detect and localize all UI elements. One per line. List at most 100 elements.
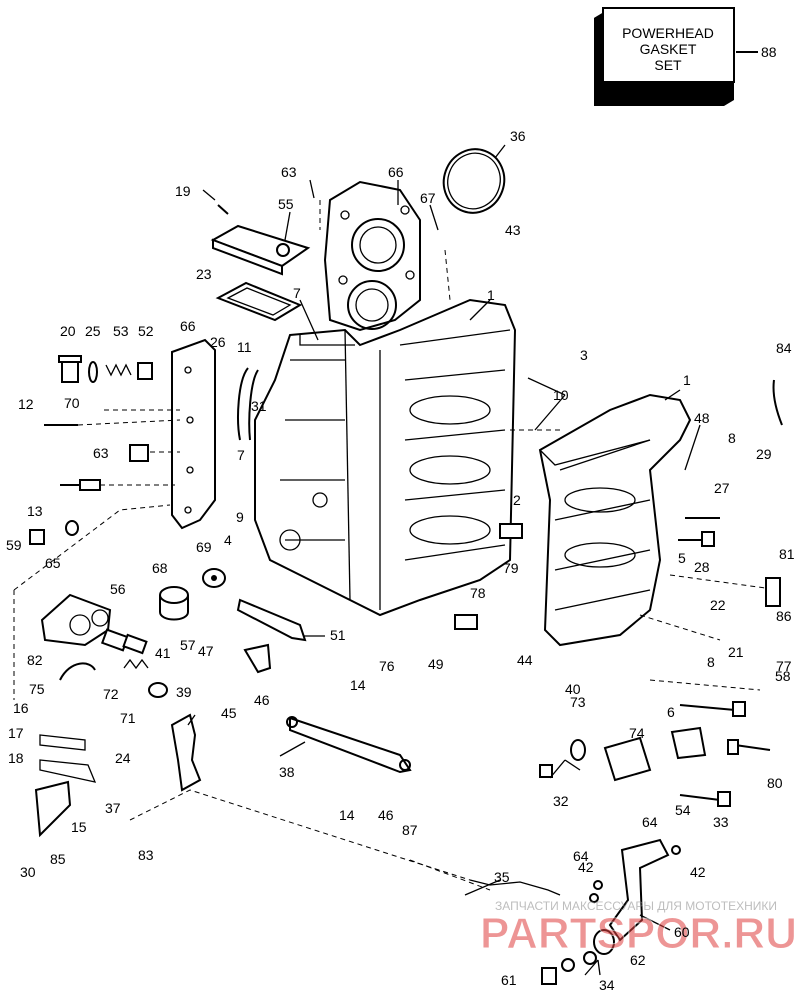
box-line-1: POWERHEAD bbox=[622, 25, 714, 41]
label-48: 48 bbox=[694, 410, 710, 426]
label-23: 23 bbox=[196, 266, 212, 282]
label-49: 49 bbox=[428, 656, 444, 672]
label-29: 29 bbox=[756, 446, 772, 462]
block-78 bbox=[454, 614, 478, 630]
wire bbox=[469, 879, 561, 896]
label-77: 77 bbox=[776, 658, 792, 674]
leader-lines bbox=[13, 200, 781, 891]
label-44: 44 bbox=[517, 652, 533, 668]
label-39: 39 bbox=[176, 684, 192, 700]
swivel-parts bbox=[570, 726, 707, 782]
label-73: 73 bbox=[570, 694, 586, 710]
label-61: 61 bbox=[501, 972, 517, 988]
label-4: 4 bbox=[224, 532, 232, 548]
label-35: 35 bbox=[494, 869, 510, 885]
label-8: 8 bbox=[707, 654, 715, 670]
label-18: 18 bbox=[8, 750, 24, 766]
label-85: 85 bbox=[50, 851, 66, 867]
label-15: 15 bbox=[71, 819, 87, 835]
bracket-17 bbox=[39, 734, 86, 751]
cup-plug bbox=[159, 586, 189, 621]
label-12: 12 bbox=[18, 396, 34, 412]
label-14: 14 bbox=[339, 807, 355, 823]
watermark: ЗАПЧАСТИ МАКСЕССУАРЫ ДЛЯ МОТОТЕХНИКИ PAR… bbox=[480, 899, 798, 959]
cover-plate bbox=[210, 224, 311, 276]
label-47: 47 bbox=[198, 643, 214, 659]
label-60: 60 bbox=[674, 924, 690, 940]
label-34: 34 bbox=[599, 977, 615, 993]
bracket bbox=[170, 713, 202, 792]
callout-labels: 1 1 2 3 4 5 6 7 7 8 8 9 10 11 12 13 14 1… bbox=[6, 128, 795, 993]
label-67: 67 bbox=[420, 190, 436, 206]
label-43: 43 bbox=[505, 222, 521, 238]
cylinder-block bbox=[254, 298, 517, 617]
label-51: 51 bbox=[330, 627, 346, 643]
hose bbox=[237, 367, 259, 441]
label-16: 16 bbox=[13, 700, 29, 716]
lever-assembly bbox=[541, 838, 681, 985]
fittings-group bbox=[59, 628, 168, 698]
label-83: 83 bbox=[138, 847, 154, 863]
label-10: 10 bbox=[553, 387, 569, 403]
label-63: 63 bbox=[281, 164, 297, 180]
label-66: 66 bbox=[180, 318, 196, 334]
box-line-3: SET bbox=[654, 57, 682, 73]
label-7: 7 bbox=[293, 285, 301, 301]
label-80: 80 bbox=[767, 775, 783, 791]
label-71: 71 bbox=[120, 710, 136, 726]
label-74: 74 bbox=[629, 725, 645, 741]
label-54: 54 bbox=[675, 802, 691, 818]
watermark-tagline: ЗАПЧАСТИ МАКСЕССУАРЫ ДЛЯ МОТОТЕХНИКИ bbox=[495, 899, 777, 913]
label-14: 14 bbox=[350, 677, 366, 693]
label-65: 65 bbox=[45, 555, 61, 571]
label-5: 5 bbox=[678, 550, 686, 566]
gasket-set-box: POWERHEAD GASKET SET 88 bbox=[594, 7, 777, 106]
bolts bbox=[217, 204, 771, 807]
label-27: 27 bbox=[714, 480, 730, 496]
crankcase-cover bbox=[538, 393, 692, 647]
mount-plate bbox=[34, 780, 72, 838]
box-line-2: GASKET bbox=[640, 41, 697, 57]
label-78: 78 bbox=[470, 585, 486, 601]
label-58: 58 bbox=[775, 668, 791, 684]
label-21: 21 bbox=[728, 644, 744, 660]
label-1: 1 bbox=[683, 372, 691, 388]
label-57: 57 bbox=[180, 637, 196, 653]
label-64: 64 bbox=[642, 814, 658, 830]
label-30: 30 bbox=[20, 864, 36, 880]
label-9: 9 bbox=[236, 509, 244, 525]
label-33: 33 bbox=[713, 814, 729, 830]
label-2: 2 bbox=[513, 492, 521, 508]
o-ring-gasket bbox=[442, 148, 506, 214]
label-26: 26 bbox=[210, 334, 226, 350]
label-87: 87 bbox=[402, 822, 418, 838]
short-hose bbox=[772, 379, 783, 426]
label-40: 40 bbox=[565, 681, 581, 697]
label-13: 13 bbox=[27, 503, 43, 519]
label-76: 76 bbox=[379, 658, 395, 674]
label-70: 70 bbox=[64, 395, 80, 411]
exhaust-cover bbox=[171, 338, 216, 530]
label-52: 52 bbox=[138, 323, 154, 339]
bracket-18 bbox=[39, 759, 97, 783]
label-20: 20 bbox=[60, 323, 76, 339]
label-8: 8 bbox=[728, 430, 736, 446]
label-84: 84 bbox=[776, 340, 792, 356]
label-22: 22 bbox=[710, 597, 726, 613]
cylinder-head-gasket bbox=[323, 180, 421, 332]
label-75: 75 bbox=[29, 681, 45, 697]
link-rod bbox=[286, 716, 412, 774]
label-41: 41 bbox=[155, 645, 171, 661]
label-42: 42 bbox=[690, 864, 706, 880]
label-86: 86 bbox=[776, 608, 792, 624]
label-45: 45 bbox=[221, 705, 237, 721]
tube bbox=[765, 577, 781, 607]
label-79: 79 bbox=[503, 560, 519, 576]
label-17: 17 bbox=[8, 725, 24, 741]
label-42: 42 bbox=[578, 859, 594, 875]
label-46: 46 bbox=[378, 807, 394, 823]
label-63: 63 bbox=[93, 445, 109, 461]
label-46: 46 bbox=[254, 692, 270, 708]
label-68: 68 bbox=[152, 560, 168, 576]
